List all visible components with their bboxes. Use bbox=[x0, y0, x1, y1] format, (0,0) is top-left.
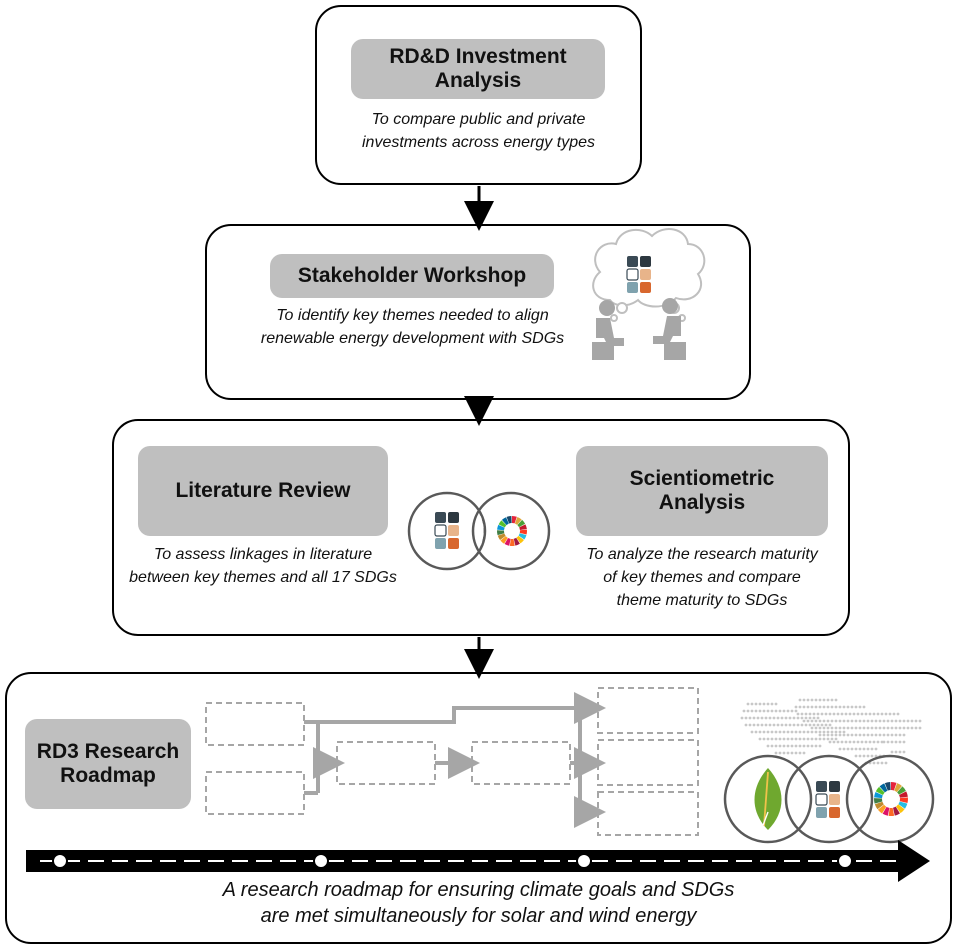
investment-analysis-title: RD&D Investment Analysis bbox=[351, 39, 605, 99]
stakeholder-workshop-title: Stakeholder Workshop bbox=[270, 254, 554, 298]
scientiometric-analysis-description: To analyze the research maturity of key … bbox=[586, 546, 818, 610]
scientiometric-analysis-title: Scientiometric Analysis bbox=[576, 446, 828, 536]
research-roadmap-caption: A research roadmap for ensuring climate … bbox=[222, 879, 735, 927]
literature-review-description: To assess linkages in literature between… bbox=[129, 546, 397, 587]
investment-analysis-description: To compare public and private investment… bbox=[362, 111, 595, 152]
research-roadmap-title: RD3 Research Roadmap bbox=[25, 719, 191, 809]
stakeholder-workshop-description: To identify key themes needed to align r… bbox=[260, 307, 565, 348]
literature-review-title: Literature Review bbox=[138, 446, 388, 536]
